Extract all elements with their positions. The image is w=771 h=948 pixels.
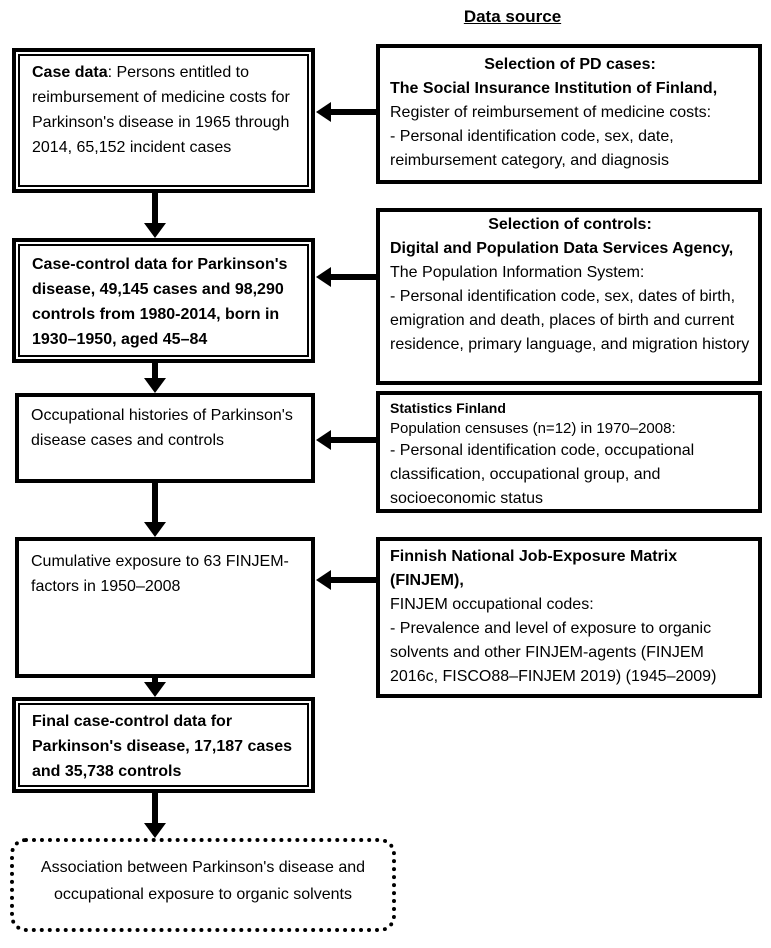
arrow-shaft [331, 577, 376, 583]
flow-box-final-data-inner: Final case-control data for Parkinson's … [18, 703, 309, 787]
controls-items: - Personal identification code, sex, dat… [390, 288, 750, 353]
arrow-down-head-icon [144, 378, 166, 393]
cumulative-exposure-text: Cumulative exposure to 63 FINJEM-factors… [31, 553, 289, 595]
flow-box-cumulative-exposure: Cumulative exposure to 63 FINJEM-factors… [15, 537, 315, 678]
controls-content: Selection of controls: Digital and Popul… [380, 212, 758, 357]
arrow-case-data-to-case-control [144, 193, 166, 238]
flow-box-occupational-histories: Occupational histories of Parkinson's di… [15, 393, 315, 483]
arrow-cumulative-to-final [144, 678, 166, 697]
page-title: Data source [463, 7, 562, 26]
source-box-finjem: Finnish National Job-Exposure Matrix (FI… [376, 537, 762, 698]
arrow-shaft [331, 109, 376, 115]
flow-box-case-data: Case data: Persons entitled to reimburse… [12, 48, 315, 193]
arrow-finjem-to-cumulative [316, 570, 376, 590]
finjem-register: FINJEM occupational codes: [390, 596, 594, 613]
arrow-case-control-to-occupational [144, 363, 166, 393]
pd-cases-register: Register of reimbursement of medicine co… [390, 104, 712, 121]
final-data-text: Final case-control data for Parkinson's … [32, 713, 292, 780]
arrow-down-head-icon [144, 223, 166, 238]
controls-heading: Selection of controls: [488, 216, 652, 233]
association-text: Association between Parkinson's disease … [40, 859, 366, 903]
arrow-final-to-association [144, 793, 166, 838]
statistics-finland-items: - Personal identification code, occupati… [390, 442, 695, 507]
flow-box-final-data: Final case-control data for Parkinson's … [12, 697, 315, 793]
source-box-controls: Selection of controls: Digital and Popul… [376, 208, 762, 385]
finjem-source: Finnish National Job-Exposure Matrix (FI… [390, 548, 678, 589]
arrow-shaft [152, 193, 158, 223]
arrow-shaft [152, 483, 158, 522]
arrow-shaft [152, 363, 158, 378]
source-box-pd-cases: Selection of PD cases: The Social Insura… [376, 44, 762, 184]
pd-cases-items: - Personal identification code, sex, dat… [390, 128, 674, 169]
arrow-shaft [152, 793, 158, 823]
arrow-down-head-icon [144, 522, 166, 537]
controls-register: The Population Information System: [390, 264, 645, 281]
finjem-items: - Prevalence and level of exposure to or… [390, 620, 717, 685]
pd-cases-content: Selection of PD cases: The Social Insura… [380, 48, 758, 173]
flow-box-case-data-inner: Case data: Persons entitled to reimburse… [18, 54, 309, 187]
case-data-rest: : Persons entitled to reimbursement of m… [32, 64, 290, 156]
statistics-finland-register: Population censuses (n=12) in 1970–2008: [390, 420, 676, 437]
arrow-shaft [331, 437, 376, 443]
flow-box-case-control-inner: Case-control data for Parkinson's diseas… [18, 244, 309, 357]
arrow-shaft [331, 274, 376, 280]
pd-cases-heading: Selection of PD cases: [484, 56, 656, 73]
arrow-controls-to-case-control [316, 267, 376, 287]
arrow-statistics-to-occupational [316, 430, 376, 450]
arrow-left-head-icon [316, 267, 331, 287]
case-data-text: Case data: Persons entitled to reimburse… [20, 56, 307, 160]
flow-box-case-control: Case-control data for Parkinson's diseas… [12, 238, 315, 363]
case-control-text: Case-control data for Parkinson's diseas… [32, 256, 288, 348]
arrow-occupational-to-cumulative [144, 483, 166, 537]
finjem-content: Finnish National Job-Exposure Matrix (FI… [380, 541, 758, 689]
arrow-down-head-icon [144, 682, 166, 697]
arrow-left-head-icon [316, 102, 331, 122]
case-data-lead: Case data [32, 64, 108, 81]
arrow-down-head-icon [144, 823, 166, 838]
statistics-finland-source: Statistics Finland [390, 400, 506, 416]
statistics-finland-content: Statistics Finland Population censuses (… [380, 395, 758, 511]
flow-box-association: Association between Parkinson's disease … [10, 838, 396, 932]
source-box-statistics-finland: Statistics Finland Population censuses (… [376, 391, 762, 513]
occupational-histories-text: Occupational histories of Parkinson's di… [31, 407, 293, 449]
arrow-shaft [152, 678, 158, 682]
pd-cases-source: The Social Insurance Institution of Finl… [390, 80, 718, 97]
arrow-pd-cases-to-case-data [316, 102, 376, 122]
arrow-left-head-icon [316, 570, 331, 590]
controls-source: Digital and Population Data Services Age… [390, 240, 734, 257]
arrow-left-head-icon [316, 430, 331, 450]
